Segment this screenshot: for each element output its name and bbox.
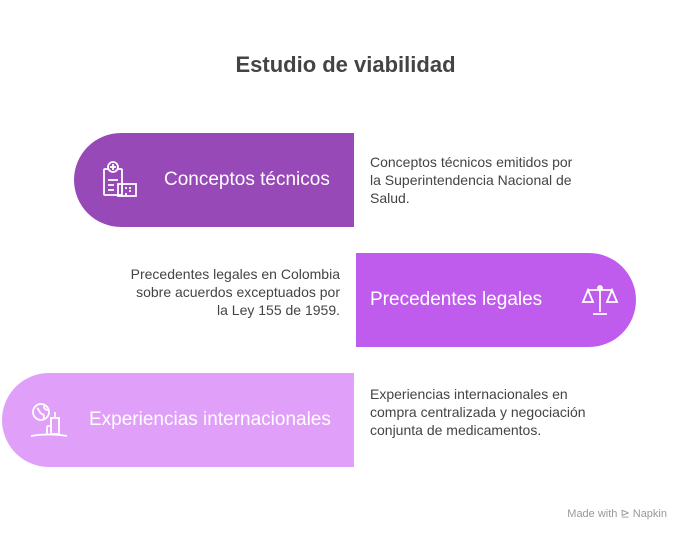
item-description: Experiencias internacionales en compra c… xyxy=(370,386,586,438)
clipboard-hospital-icon xyxy=(103,161,137,197)
item-conceptos-tecnicos: Conceptos técnicos xyxy=(74,133,354,227)
item-description: Precedentes legales en Colombia sobre ac… xyxy=(130,266,340,318)
napkin-watermark: Made with ⊵ Napkin xyxy=(567,508,667,520)
item-label: Conceptos técnicos xyxy=(164,169,330,190)
item-label: Experiencias internacionales xyxy=(89,409,331,430)
item-precedentes-legales: Precedentes legales xyxy=(356,253,636,347)
item-experiencias-internacionales: Experiencias internacionales xyxy=(2,373,354,467)
scales-icon xyxy=(581,285,619,315)
item-description: Conceptos técnicos emitidos por la Super… xyxy=(370,154,573,206)
diagram-title: Estudio de viabilidad xyxy=(235,52,456,77)
item-label: Precedentes legales xyxy=(370,289,543,310)
globe-buildings-icon xyxy=(30,403,68,437)
